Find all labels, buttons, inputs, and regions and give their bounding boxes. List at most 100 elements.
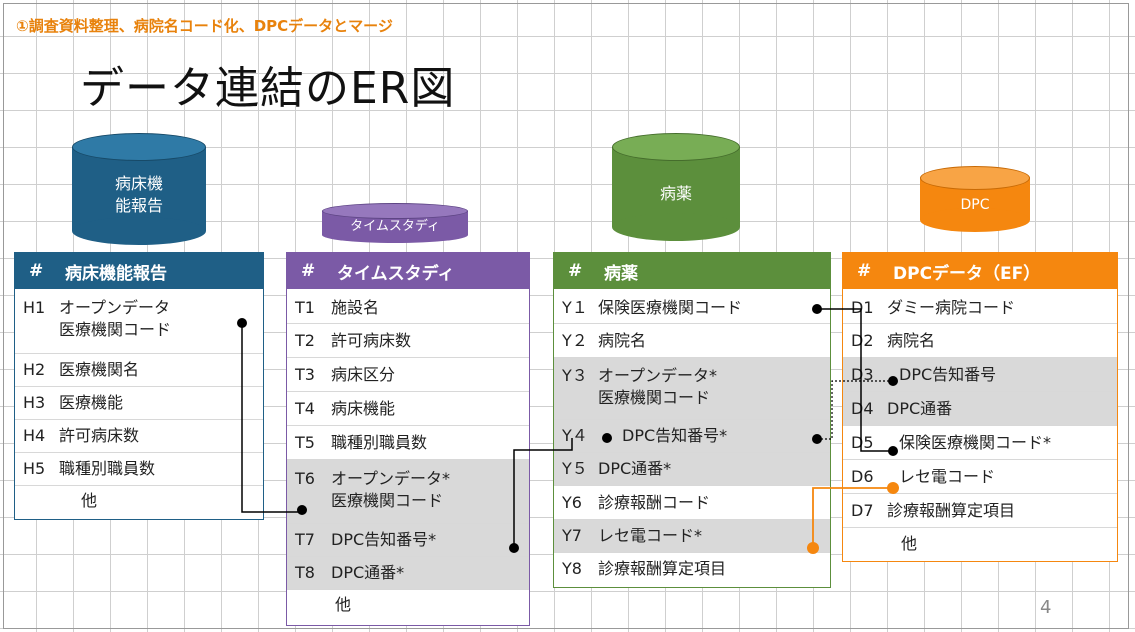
connector-t7-y4 (513, 438, 573, 548)
row-name: 病床区分 (331, 365, 396, 384)
bed-table-title: 病床機能報告 (65, 263, 167, 284)
row-name: DPC告知番号 (899, 365, 997, 384)
row-name: 施設名 (331, 298, 380, 317)
row-id: T4 (295, 399, 315, 418)
row-name-2: 医療機関コード (59, 320, 172, 339)
hospital-pharmacy-cylinder: 病薬 (612, 133, 740, 241)
row-id: Y7 (562, 526, 582, 545)
med-table-title: 病薬 (604, 263, 638, 284)
table-row: D5 保険医療機関コード* (843, 425, 1117, 459)
table-row: D7 診療報酬算定項目 (843, 493, 1117, 527)
row-id: D2 (851, 331, 874, 350)
table-row: Y４ DPC告知番号* (554, 419, 830, 452)
connector-h1-t6 (241, 323, 302, 513)
row-name: 病院名 (598, 331, 647, 350)
row-id: T2 (295, 331, 315, 350)
slide-subtitle: ①調査資料整理、病院名コード化、DPCデータとマージ (16, 17, 393, 35)
table-row: Y２ 病院名 (554, 323, 830, 357)
dpc-table-hash: # (857, 261, 872, 281)
connector-dot-d3 (888, 376, 898, 386)
table-row: Y３ オープンデータ*医療機関コード (554, 357, 830, 419)
table-row: H2 医療機関名 (15, 353, 263, 386)
connector-dot-t6 (297, 505, 307, 515)
row-name-2: 医療機関コード (598, 388, 711, 407)
table-row: D3 DPC告知番号 (843, 357, 1117, 391)
row-name: 許可病床数 (331, 331, 412, 350)
table-row: T8 DPC通番* (287, 556, 529, 589)
table-row: T7 DPC告知番号* (287, 523, 529, 556)
row-name: 他 (901, 534, 918, 553)
table-row: T3 病床区分 (287, 357, 529, 391)
table-row: H5 職種別職員数 (15, 452, 263, 485)
row-id: H4 (23, 426, 46, 445)
connector-dot-h1 (237, 318, 247, 328)
row-id: D1 (851, 298, 874, 317)
table-row: 他 (843, 527, 1117, 561)
row-name: 保険医療機関コード (598, 298, 743, 317)
row-id: D3 (851, 365, 874, 384)
med-cylinder-label: 病薬 (659, 184, 692, 203)
row-id: Y8 (562, 559, 582, 578)
table-row: T2 許可病床数 (287, 323, 529, 357)
row-id: T1 (295, 298, 315, 317)
slide-title: データ連結のER図 (80, 63, 456, 114)
bed-table-hash: # (29, 261, 44, 281)
med-table-hash: # (568, 261, 583, 281)
table-row: D6 レセ電コード (843, 459, 1117, 493)
table-row: Y8 診療報酬算定項目 (554, 552, 830, 587)
table-row: H3 医療機能 (15, 386, 263, 419)
connector-dot-y4 (602, 433, 612, 443)
row-name: DPC通番* (331, 563, 405, 582)
row-name: ダミー病院コード (887, 298, 1016, 317)
connector-dot-y1 (812, 304, 822, 314)
row-name: レセ電コード* (598, 526, 703, 545)
table-row: H1 オープンデータ医療機関コード (15, 289, 263, 353)
row-name: DPC通番 (887, 399, 953, 418)
row-name: オープンデータ* (331, 469, 451, 488)
row-name: 病床機能 (331, 399, 396, 418)
row-id: T8 (295, 563, 315, 582)
table-row: T4 病床機能 (287, 391, 529, 425)
row-id: H2 (23, 360, 46, 379)
table-row: D2 病院名 (843, 323, 1117, 357)
row-name: レセ電コード (899, 467, 996, 486)
row-id: D6 (851, 467, 874, 486)
row-name: 医療機能 (59, 393, 124, 412)
row-name: 保険医療機関コード* (899, 433, 1052, 452)
connector-dot-y4-right (812, 434, 822, 444)
table-row: D4 DPC通番 (843, 391, 1117, 425)
time-study-table: # タイムスタディ T1 施設名 T2 許可病床数 T3 病床区分 T4 病床機… (286, 252, 530, 626)
time-cylinder-label: タイムスタディ (350, 219, 440, 234)
row-id: H1 (23, 298, 46, 317)
row-name: 病院名 (887, 331, 936, 350)
bed-report-cylinder: 病床機 能報告 (72, 133, 206, 245)
table-row: T6 オープンデータ*医療機関コード (287, 459, 529, 523)
row-id: T3 (295, 365, 315, 384)
row-name: 診療報酬算定項目 (887, 501, 1016, 520)
hospital-pharmacy-table: # 病薬 Y１ 保険医療機関コード Y２ 病院名 Y３ オープンデータ*医療機関… (553, 252, 831, 588)
page-number: 4 (1040, 597, 1052, 618)
row-id: Y３ (562, 366, 588, 385)
row-name: 診療報酬算定項目 (598, 559, 727, 578)
bed-report-table: # 病床機能報告 H1 オープンデータ医療機関コード H2 医療機関名 H3 医… (14, 252, 264, 520)
table-row: Y１ 保険医療機関コード (554, 289, 830, 323)
table-row: Y6 診療報酬コード (554, 485, 830, 519)
row-name: 他 (335, 595, 352, 614)
time-study-cylinder: タイムスタディ (322, 203, 468, 243)
bed-report-table-header: # 病床機能報告 (15, 253, 263, 289)
table-row: Y7 レセ電コード* (554, 519, 830, 552)
row-id: Y6 (562, 493, 582, 512)
bed-cylinder-label-1: 病床機 (114, 174, 163, 193)
row-id: H5 (23, 459, 46, 478)
bed-cylinder-label-2: 能報告 (114, 196, 163, 215)
table-row: Y５ DPC通番* (554, 452, 830, 485)
dpc-table-title: DPCデータ（EF） (893, 263, 1041, 284)
connector-y7-d6 (812, 487, 893, 548)
row-id: Y２ (562, 331, 588, 350)
row-id: Y４ (562, 426, 588, 445)
time-table-hash: # (301, 261, 316, 281)
connector-dot-y7 (807, 542, 819, 554)
dpc-data-table-header: # DPCデータ（EF） (843, 253, 1117, 289)
row-id: D4 (851, 399, 874, 418)
table-row: 他 (15, 485, 263, 519)
